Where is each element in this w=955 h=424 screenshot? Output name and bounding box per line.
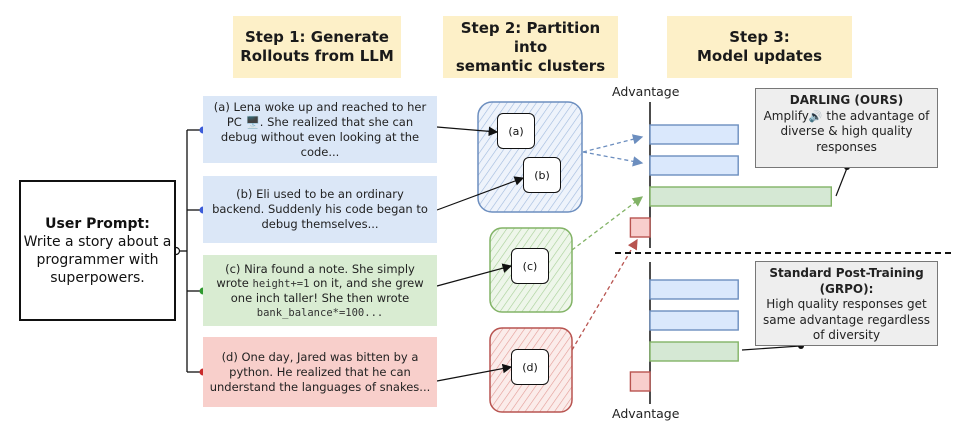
bar-b [649, 310, 739, 331]
user-prompt-box: User Prompt: Write a story about a progr… [19, 180, 176, 321]
response-c-text: (c) Nira found a note. She simply wrote … [209, 262, 431, 320]
arrow-b [436, 176, 525, 211]
grpo-callout: Standard Post-Training (GRPO): High qual… [755, 261, 938, 346]
advantage-axis-label-top: Advantage [612, 84, 680, 99]
grpo-text: High quality responses get same advantag… [763, 297, 930, 342]
speaker-icon: 🔊 [808, 109, 823, 123]
darling-text-post: the advantage of diverse & high quality … [780, 108, 930, 154]
cluster-node-d: (d) [511, 349, 549, 385]
response-b-text: (b) Eli used to be an ordinary backend. … [212, 187, 428, 231]
bar-a [649, 124, 739, 145]
grpo-title: Standard Post-Training (GRPO): [769, 266, 924, 296]
prompt-title: User Prompt: [45, 215, 150, 232]
arrow-d [436, 363, 513, 382]
dashed-arrow-red [571, 238, 638, 351]
advantage-axis-label-bottom: Advantage [612, 406, 680, 421]
darling-callout: DARLING (OURS) Amplify🔊 the advantage of… [755, 88, 938, 168]
bar-c [649, 186, 833, 207]
response-d-text: (d) One day, Jared was bitten by a pytho… [209, 349, 431, 394]
grpo-advantage-chart [629, 262, 739, 404]
darling-callout-pointer [835, 167, 848, 197]
response-b: (b) Eli used to be an ordinary backend. … [203, 176, 437, 243]
cluster-node-b: (b) [523, 157, 561, 193]
response-d: (d) One day, Jared was bitten by a pytho… [203, 337, 437, 407]
bar-b [649, 155, 739, 176]
darling-title: DARLING (OURS) [789, 93, 904, 107]
response-c-mid: on it, and she grew one inch taller! She… [230, 275, 424, 305]
prompt-tree [176, 129, 203, 373]
darling-advantage-chart [629, 102, 833, 248]
arrow-c [436, 263, 513, 287]
step2-header: Step 2: Partition into semantic clusters [443, 16, 618, 78]
bar-a [649, 279, 739, 300]
bar-c [649, 341, 739, 362]
response-c-code1: height+=1 [252, 277, 310, 290]
prompt-text: Write a story about a programmer with su… [23, 233, 172, 286]
dashed-arrow-green [571, 196, 644, 251]
grpo-callout-pointer [741, 345, 801, 351]
arrow-a [436, 126, 499, 137]
darling-text-pre: Amplify [763, 108, 809, 123]
response-a-text: (a) Lena woke up and reached to her PC 🖥… [213, 99, 427, 159]
dashed-arrow-blue-2 [582, 151, 644, 167]
step1-header: Step 1: Generate Rollouts from LLM [233, 16, 401, 78]
response-c-code2: bank_balance*=100... [256, 306, 384, 319]
cluster-node-c: (c) [511, 248, 549, 284]
response-c: (c) Nira found a note. She simply wrote … [203, 255, 437, 326]
response-c-pre: (c) Nira found a note. She simply wrote [216, 261, 415, 290]
darling-text: Amplify🔊 the advantage of diverse & high… [762, 109, 931, 156]
step3-header: Step 3: Model updates [667, 16, 852, 78]
dashed-arrow-blue-1 [582, 134, 644, 153]
response-a: (a) Lena woke up and reached to her PC 🖥… [203, 96, 437, 163]
bar-d [629, 371, 651, 392]
bar-d [629, 217, 651, 238]
cluster-node-a: (a) [497, 113, 535, 149]
